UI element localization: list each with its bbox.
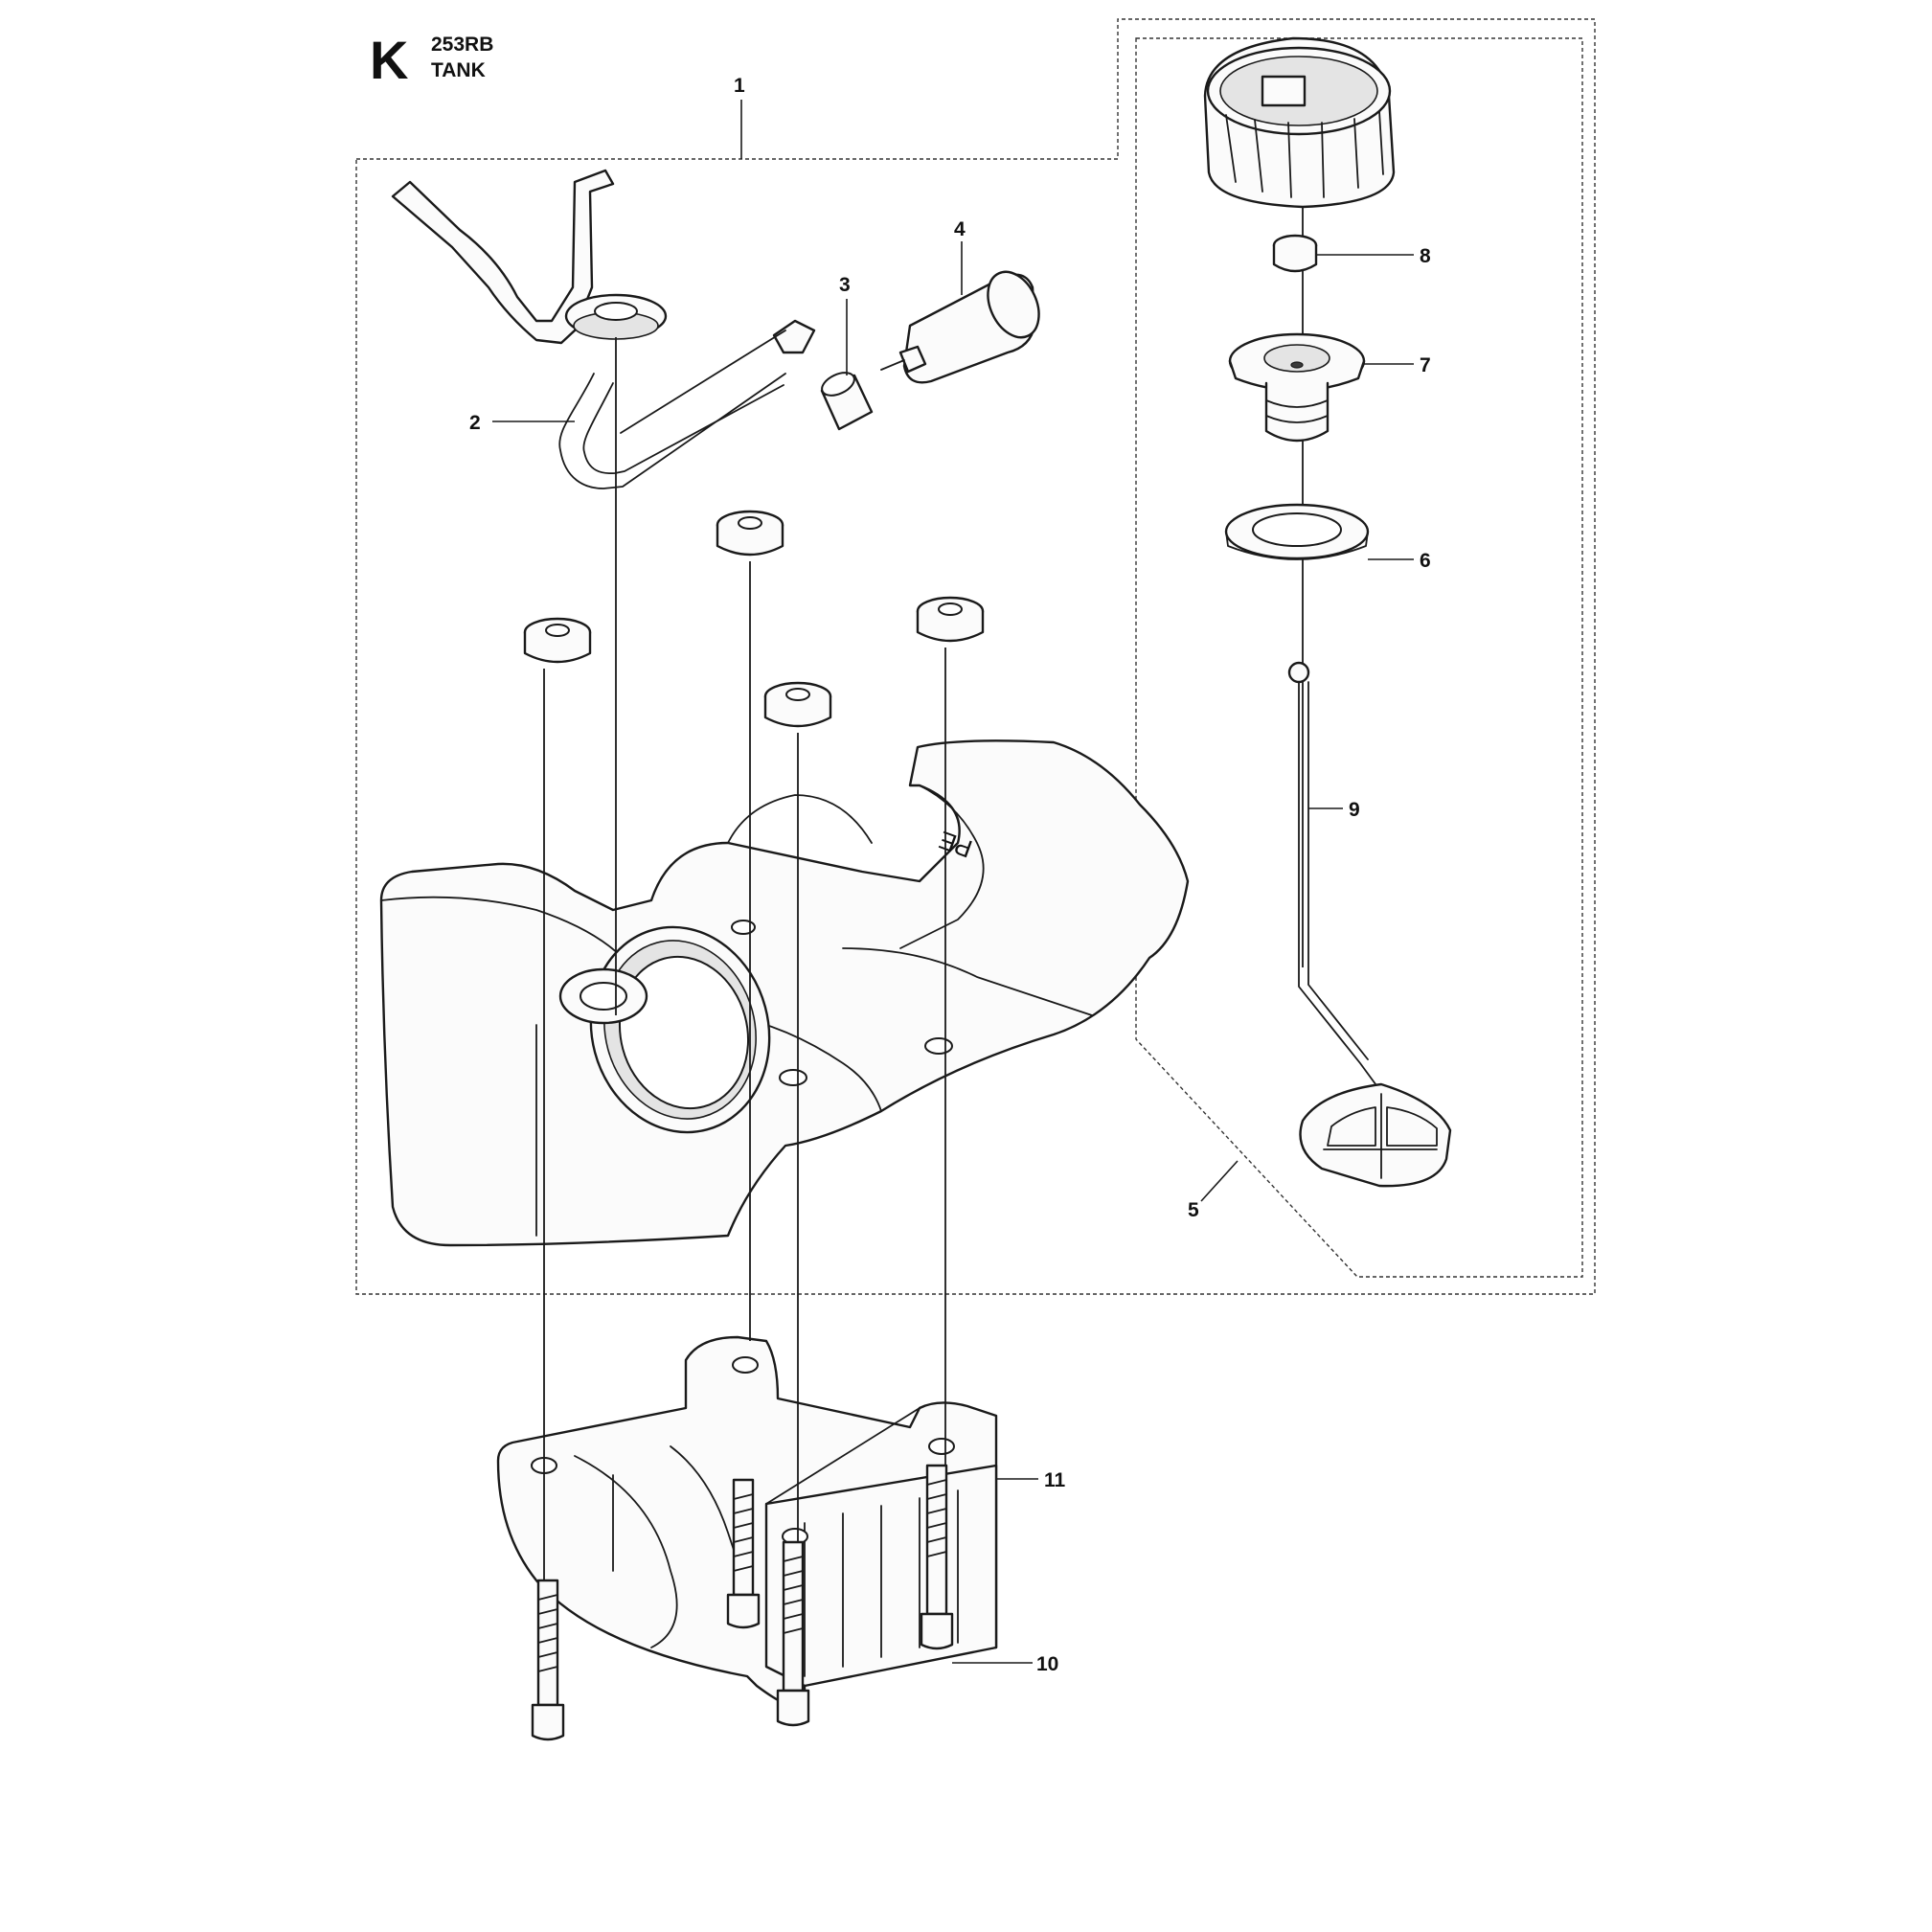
assembly-axes — [543, 182, 1304, 1580]
hose-sleeve — [820, 372, 874, 431]
fuel-hose — [391, 169, 816, 489]
diagram-title: TANK — [431, 59, 486, 81]
callout-number: 9 — [1349, 799, 1360, 821]
tank-assembly-boundary — [355, 18, 1596, 1295]
callout-number: 6 — [1420, 550, 1431, 572]
callout-number: 8 — [1420, 245, 1431, 267]
callout-number: 10 — [1036, 1653, 1058, 1675]
callout-number: 11 — [1044, 1469, 1066, 1491]
callout-11: 11 — [996, 1469, 1066, 1491]
cap-insert — [1272, 234, 1318, 273]
callout-8: 8 — [1316, 245, 1431, 267]
tank-mount-grommets — [523, 510, 985, 728]
callout-4: 4 — [954, 218, 966, 295]
callout-number: 7 — [1420, 354, 1431, 376]
callout-number: 4 — [954, 218, 966, 240]
callout-number: 1 — [734, 75, 745, 97]
cap-gasket — [1224, 503, 1370, 560]
callout-1: 1 — [734, 75, 745, 159]
diagram-header: K 253RB TANK — [370, 30, 493, 90]
callout-number: 5 — [1188, 1199, 1199, 1221]
model-number: 253RB — [431, 34, 493, 56]
callout-9: 9 — [1308, 799, 1360, 821]
grommet — [564, 293, 668, 340]
cap-valve — [1228, 332, 1366, 443]
callout-number: 3 — [839, 274, 851, 296]
screws — [531, 1464, 954, 1741]
callout-6: 6 — [1368, 550, 1431, 572]
fuel-tank: PE — [379, 739, 1190, 1247]
fuel-filter — [880, 270, 1040, 384]
callout-7: 7 — [1364, 354, 1431, 376]
fuel-cap — [1203, 36, 1396, 209]
strap-retainer — [1287, 661, 1452, 1188]
callout-3: 3 — [839, 274, 851, 375]
callout-5: 5 — [1188, 1160, 1239, 1221]
callout-number: 2 — [469, 412, 481, 434]
callout-10: 10 — [952, 1653, 1058, 1675]
section-letter: K — [370, 30, 408, 90]
callout-2: 2 — [469, 412, 575, 434]
